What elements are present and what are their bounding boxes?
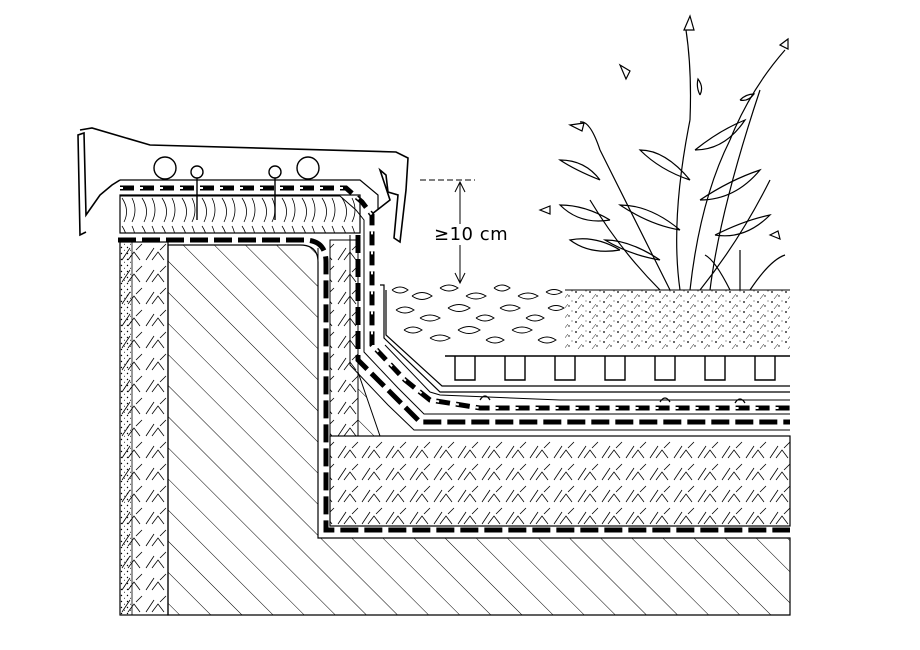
waterproofing-membranes <box>118 185 790 533</box>
growing-substrate <box>565 289 790 350</box>
concrete-structure <box>167 244 791 616</box>
height-dimension <box>420 179 475 285</box>
timber-coping <box>119 194 361 234</box>
metal-coping-cap <box>77 127 409 244</box>
gravel-strip <box>391 284 565 344</box>
vegetation <box>538 14 789 291</box>
drainage-layer <box>380 284 790 404</box>
outer-wall-insulation <box>119 241 169 616</box>
dimension-label: ≥10 cm <box>432 224 511 245</box>
roof-insulation <box>329 435 791 527</box>
